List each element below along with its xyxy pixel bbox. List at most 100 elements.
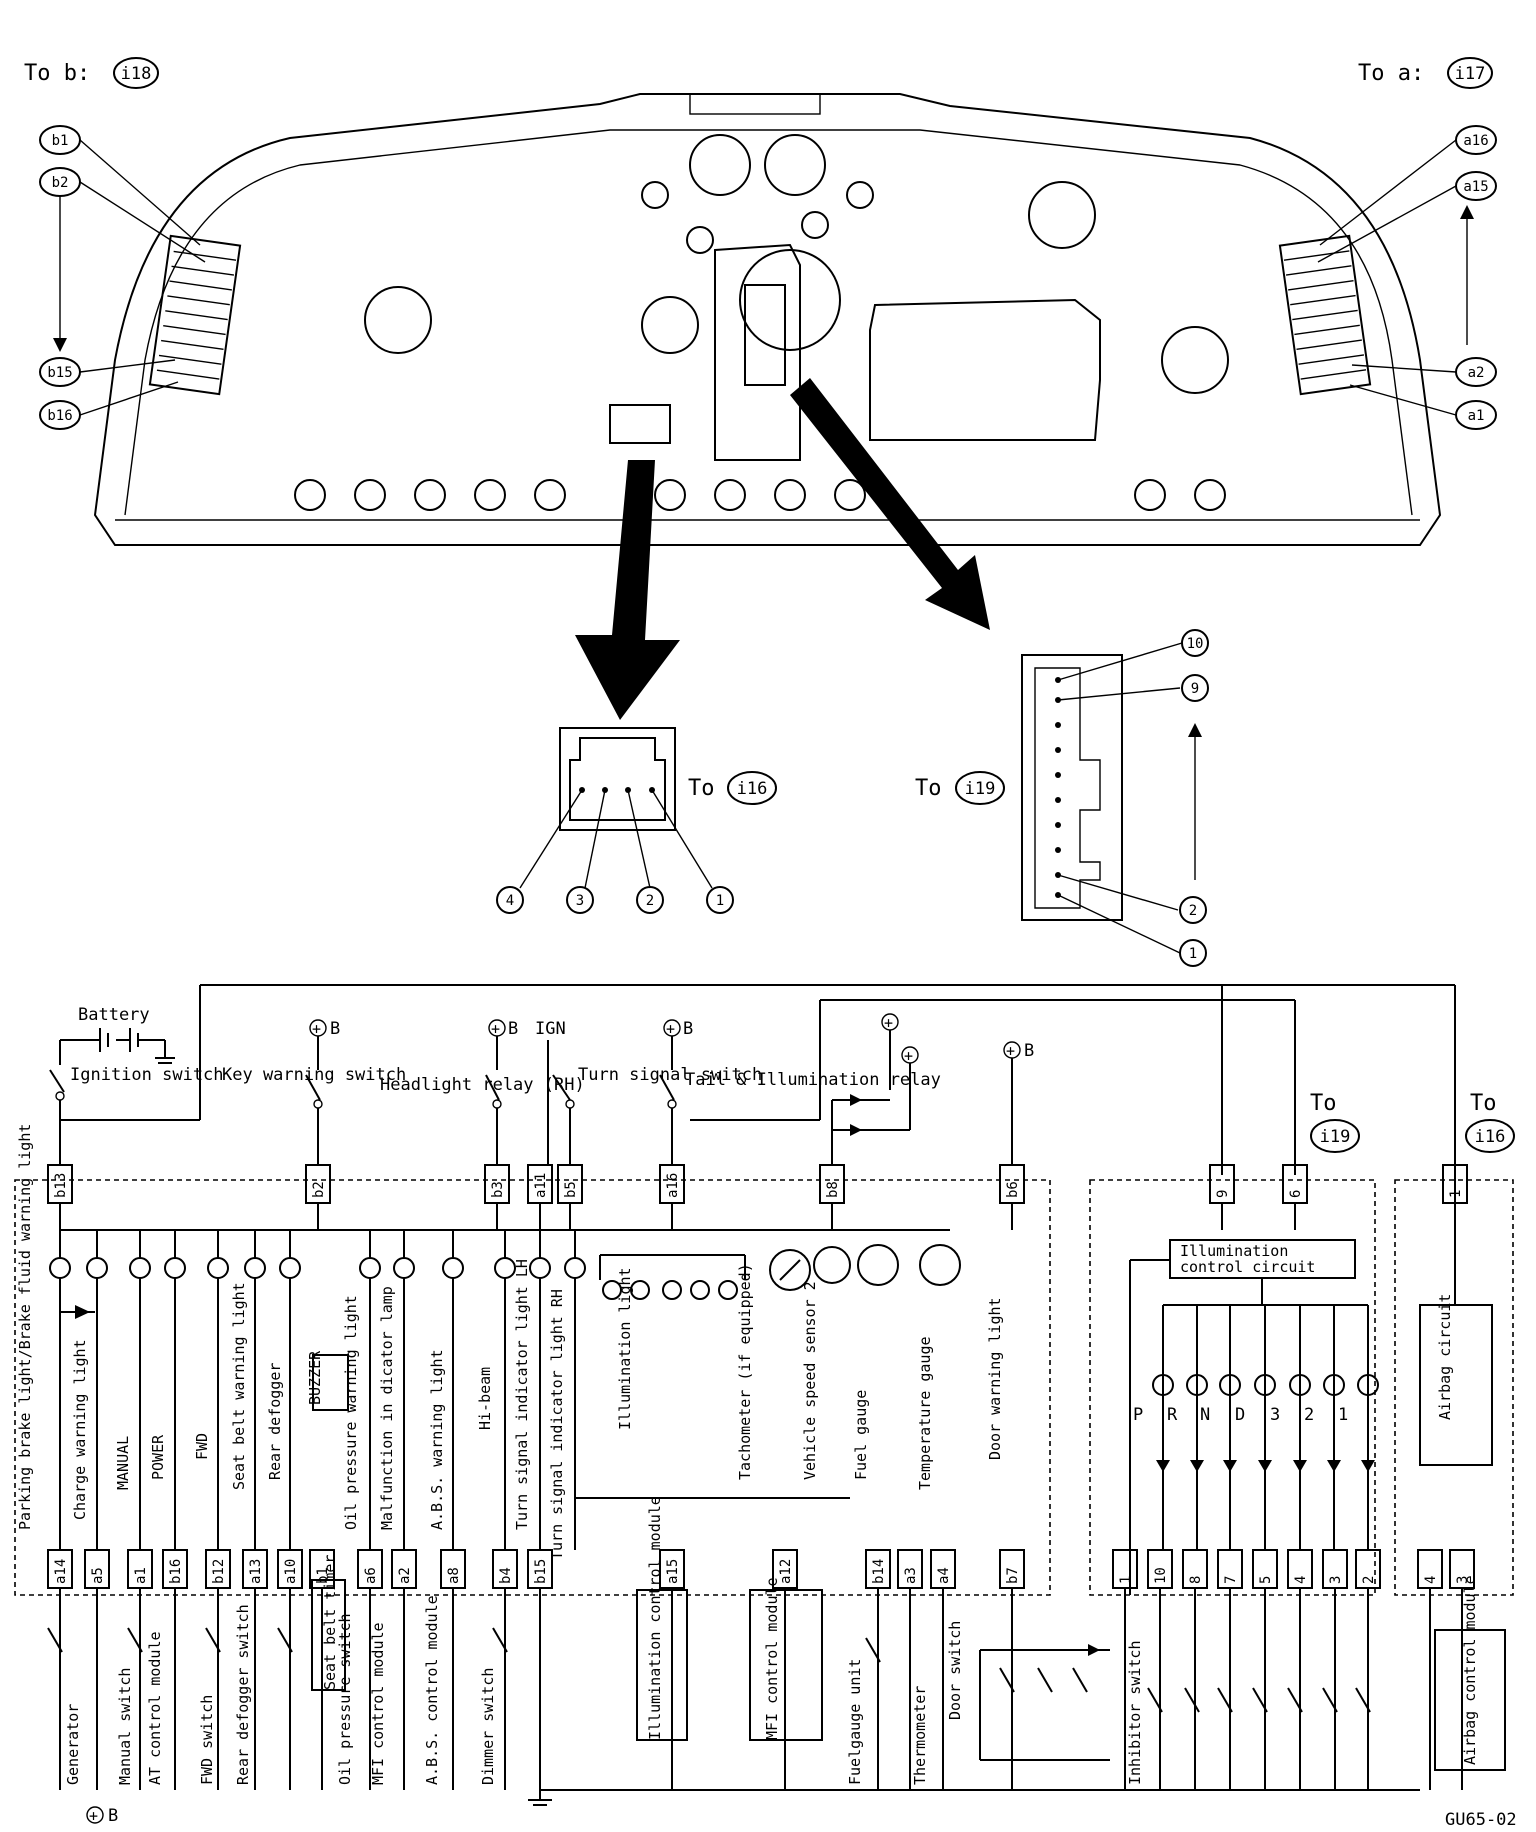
- lamp-10: [494, 1257, 516, 1279]
- tachometer-symbol: [769, 1249, 811, 1291]
- i16-ref: i16: [737, 779, 768, 799]
- switch-5: [865, 1637, 881, 1663]
- to-i19-label: To: [1310, 1091, 1337, 1116]
- switch-12: [1252, 1687, 1268, 1713]
- lamp-12: [564, 1257, 586, 1279]
- illumination-bulb-4: [718, 1280, 738, 1300]
- component-label-6: Oil pressure switch: [336, 1613, 354, 1785]
- fuel-gauge-symbol: [857, 1244, 899, 1286]
- illumination-bulb-1: [630, 1280, 650, 1300]
- bottom-pin-label-11: b4: [498, 1567, 514, 1584]
- ground-b-label: B: [108, 1806, 118, 1826]
- callout-a15: a15: [1463, 179, 1488, 195]
- component-label-15: Inhibitor switch: [1126, 1641, 1144, 1786]
- bottom-pin-label-14: a12: [778, 1559, 794, 1584]
- top-pin-label-10: 1: [1448, 1190, 1464, 1198]
- headlight-relay-label: Headlight relay (RH): [380, 1075, 585, 1095]
- svg-text:+: +: [666, 1020, 675, 1038]
- to-a-label: To a:: [1358, 61, 1424, 86]
- meter-label-4: FWD: [193, 1433, 211, 1460]
- i16-pin-3: 3: [576, 893, 584, 909]
- top-pin-label-9: 6: [1288, 1190, 1304, 1198]
- shift-label-2: N: [1200, 1405, 1210, 1425]
- shift-label-5: 2: [1304, 1405, 1314, 1425]
- callout-b1: b1: [52, 133, 69, 149]
- to-i16-label: To: [1470, 1091, 1497, 1116]
- shift-label-4: 3: [1270, 1405, 1280, 1425]
- svg-text:B: B: [1024, 1041, 1034, 1061]
- tail-illumination-relay: + B Tail & Illumination relay: [659, 1019, 941, 1165]
- top-pin-label-4: b5: [563, 1181, 579, 1198]
- component-label-10: Illumination control module: [646, 1496, 664, 1740]
- combination-meter-rear-view: [93, 93, 1442, 546]
- svg-text:B: B: [330, 1019, 340, 1039]
- bottom-pin-label-27: 4: [1423, 1576, 1439, 1584]
- shift-diode-5: [1327, 1460, 1341, 1472]
- component-label-7: MFI control module: [369, 1622, 387, 1785]
- arrow-to-i19: [790, 378, 990, 630]
- lamp-1: [86, 1257, 108, 1279]
- bottom-pin-label-4: b12: [211, 1559, 227, 1584]
- meter-label-3: POWER: [149, 1434, 167, 1480]
- temperature-gauge-symbol: [919, 1244, 961, 1286]
- arrow-to-i16: [575, 460, 680, 720]
- ign-feed: IGN: [535, 1019, 566, 1165]
- meter-label-11: Hi-beam: [476, 1367, 494, 1430]
- lamp-0: [49, 1257, 71, 1279]
- meter-label-16: Vehicle speed sensor 2: [801, 1281, 819, 1480]
- bottom-pin-label-26: 2: [1361, 1576, 1377, 1584]
- top-pin-label-5: a16: [665, 1173, 681, 1198]
- component-label-0: Generator: [64, 1704, 82, 1785]
- component-label-8: A.B.S. control module: [423, 1595, 441, 1785]
- to-b-ref: i18: [121, 64, 152, 84]
- svg-text:+: +: [884, 1014, 893, 1032]
- lamp-6: [279, 1257, 301, 1279]
- svg-text:B: B: [508, 1019, 518, 1039]
- component-label-16: Airbag control module: [1461, 1575, 1479, 1765]
- to-a-ref: i17: [1455, 64, 1486, 84]
- shift-lamp-1: [1186, 1374, 1208, 1396]
- svg-text:+: +: [491, 1020, 500, 1038]
- i16-pin-4: 4: [506, 893, 514, 909]
- component-label-3: FWD switch: [198, 1695, 216, 1785]
- mount-holes: [294, 134, 1229, 511]
- meter-inner-rim: [124, 129, 1413, 516]
- lamp-7: [359, 1257, 381, 1279]
- shift-lamp-4: [1289, 1374, 1311, 1396]
- shift-label-3: D: [1235, 1405, 1245, 1425]
- i19-socket-pins: [744, 284, 786, 386]
- i19-socket: [714, 243, 801, 461]
- bottom-pin-label-12: b15: [533, 1559, 549, 1584]
- meter-label-2: MANUAL: [114, 1436, 132, 1490]
- component-label-2: AT control module: [146, 1631, 164, 1785]
- meter-label-12: Turn signal indicator light LH: [513, 1259, 531, 1530]
- bottom-pin-label-2: a1: [133, 1567, 149, 1584]
- i19-pin-10: 10: [1187, 636, 1204, 652]
- meter-label-19: Door warning light: [986, 1297, 1004, 1460]
- shift-label-0: P: [1133, 1405, 1143, 1425]
- switch-7: [1037, 1667, 1053, 1693]
- top-pin-label-1: b2: [311, 1181, 327, 1198]
- component-label-1: Manual switch: [116, 1668, 134, 1785]
- buzzer-box: [312, 1354, 349, 1411]
- switch-13: [1287, 1687, 1303, 1713]
- i16-to-label: To: [688, 776, 715, 801]
- shift-lamp-5: [1323, 1374, 1345, 1396]
- callout-b15: b15: [47, 365, 72, 381]
- i16-socket: [609, 404, 671, 444]
- to-i19-ref: i19: [1320, 1127, 1351, 1147]
- bottom-pin-label-16: a3: [903, 1567, 919, 1584]
- meter-label-10: A.B.S. warning light: [428, 1349, 446, 1530]
- switch-9: [1147, 1687, 1163, 1713]
- illumination-control-circuit-line1: Illumination: [1180, 1242, 1288, 1260]
- i19-pin-2: 2: [1189, 903, 1197, 919]
- to-b-label: To b:: [24, 61, 90, 86]
- meter-label-6: Rear defogger: [266, 1363, 284, 1480]
- turn-signal-switch: Turn signal switch: [552, 1065, 762, 1165]
- i16-pin-2: 2: [646, 893, 654, 909]
- i19-pin-9: 9: [1191, 681, 1199, 697]
- i19-ref: i19: [965, 779, 996, 799]
- seat-belt-timer-box: [311, 1579, 346, 1691]
- speed-sensor-symbol: [813, 1246, 851, 1284]
